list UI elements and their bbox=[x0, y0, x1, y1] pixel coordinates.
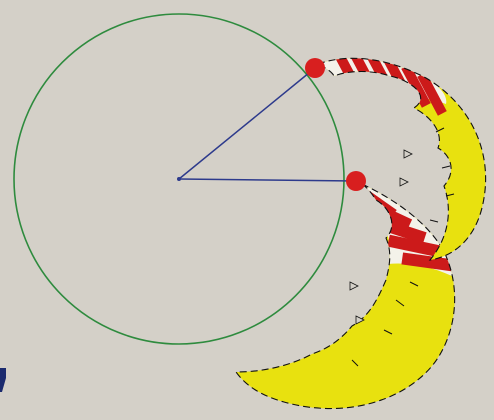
corner-mark bbox=[0, 368, 6, 392]
edge-notch bbox=[350, 282, 358, 290]
edge-notch bbox=[400, 178, 408, 186]
crescent-lower-stripes bbox=[347, 180, 454, 276]
drag-handle-upper[interactable] bbox=[305, 58, 325, 78]
radius-arm-upper bbox=[179, 68, 315, 179]
edge-notch bbox=[404, 150, 412, 158]
center-point bbox=[177, 177, 181, 181]
crescent-lower-fill bbox=[236, 184, 455, 409]
crescent-lower[interactable] bbox=[236, 180, 455, 408]
drag-handle-lower[interactable] bbox=[346, 171, 366, 191]
tick-mark bbox=[430, 220, 438, 222]
tick-mark bbox=[442, 166, 450, 168]
radius-arm-lower bbox=[179, 179, 356, 181]
